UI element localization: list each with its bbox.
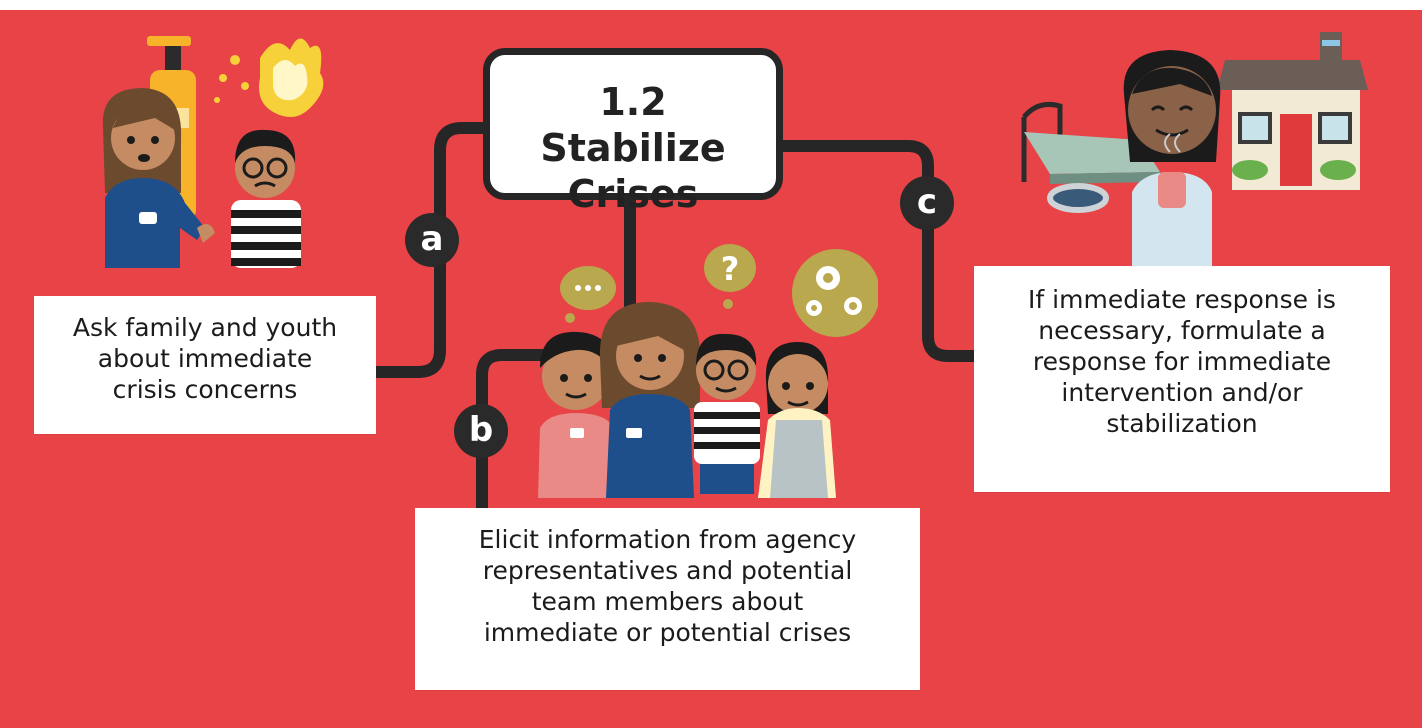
step-c-line-2: necessary, formulate a: [1038, 316, 1326, 345]
svg-text:?: ?: [721, 250, 740, 288]
title-number: 1.2: [599, 80, 667, 124]
step-c-line-4: intervention and/or: [1061, 378, 1303, 407]
illustration-worker-youth: [102, 36, 324, 268]
title-box: 1.2 Stabilize Crises: [483, 48, 783, 216]
step-c-line-1: If immediate response is: [1028, 285, 1336, 314]
step-b-card: Elicit information from agency represent…: [415, 508, 920, 690]
illustration-woman-house-bed: [1021, 32, 1368, 267]
step-a-line-2: about immediate: [97, 344, 313, 373]
step-c-card: If immediate response is necessary, form…: [974, 266, 1390, 492]
step-b-line-4: immediate or potential crises: [483, 618, 852, 647]
step-b-line-2: representatives and potential: [482, 556, 853, 585]
badge-b: b: [454, 404, 508, 458]
step-b-line-3: team members about: [531, 587, 804, 616]
connector-b: [476, 194, 636, 516]
step-c-line-3: response for immediate: [1032, 347, 1332, 376]
connector-c: [777, 140, 981, 362]
step-c-line-5: stabilization: [1106, 409, 1258, 438]
title-name: Stabilize Crises: [540, 126, 726, 216]
step-a-line-1: Ask family and youth: [72, 313, 338, 342]
top-band: [0, 0, 1422, 10]
step-a-line-3: crisis concerns: [112, 375, 298, 404]
step-a-card: Ask family and youth about immediate cri…: [34, 296, 376, 434]
badge-a: a: [405, 213, 459, 267]
step-b-line-1: Elicit information from agency: [478, 525, 857, 554]
badge-c: c: [900, 176, 954, 230]
illustration-team-group: ?: [538, 244, 878, 498]
